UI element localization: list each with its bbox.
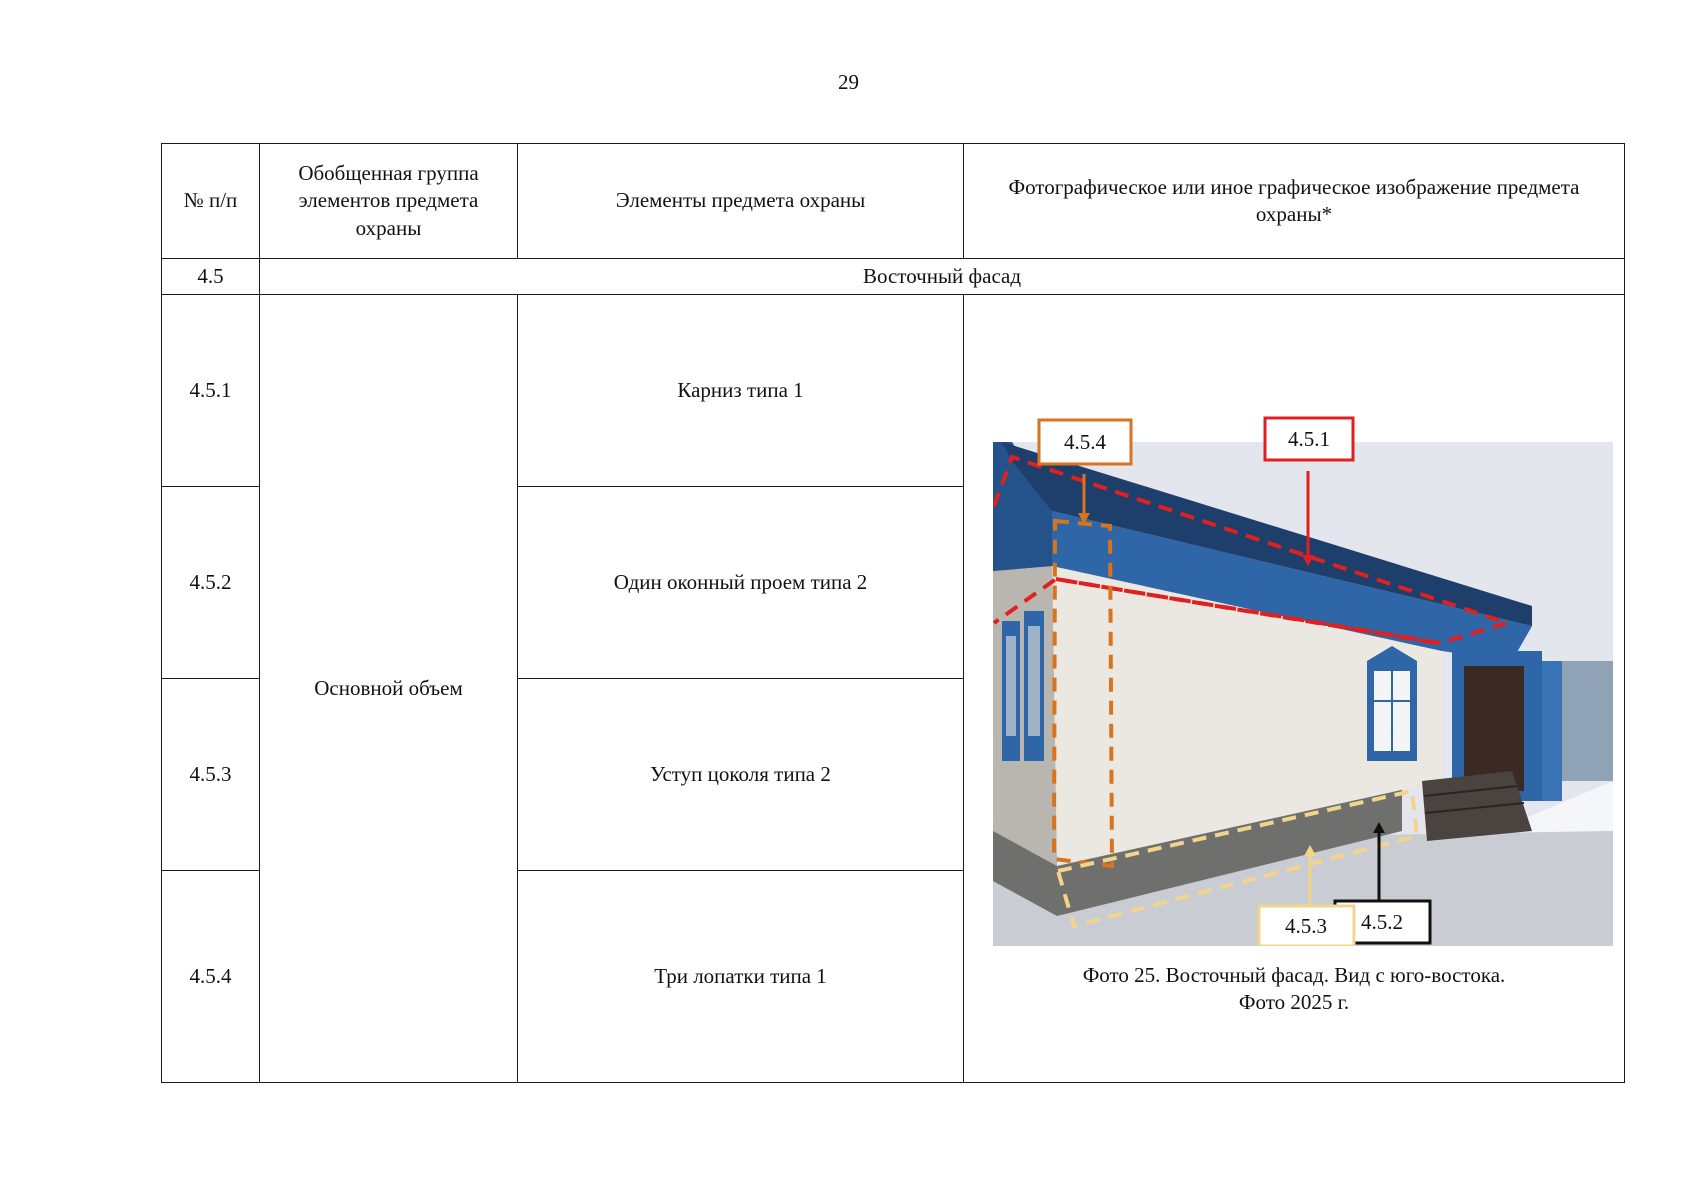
table-row: 4.5.4 Три лопатки типа 1 — [161, 870, 1625, 1084]
photo-figure: 4.5.4 4.5.1 4.5.2 4.5.3 — [972, 361, 1631, 946]
section-num: 4.5 — [161, 257, 260, 296]
row-num: 4.5.1 — [161, 294, 260, 488]
row-element: Три лопатки типа 1 — [517, 870, 964, 1084]
facade-photo: 4.5.4 4.5.1 4.5.2 4.5.3 — [993, 416, 1613, 946]
group-name: Основной объем — [259, 294, 518, 1084]
protection-items-table: № п/п Обобщенная группа элементов предме… — [161, 143, 1625, 1084]
callout-label-453: 4.5.3 — [1285, 914, 1327, 938]
table-header-row: № п/п Обобщенная группа элементов предме… — [161, 143, 1625, 259]
page-number: 29 — [838, 70, 859, 94]
callout-box-451 — [1263, 416, 1355, 462]
section-row: 4.5 Восточный фасад — [161, 257, 1625, 296]
section-title: Восточный фасад — [259, 257, 1625, 296]
table-row: 4.5.1 Основной объем Карниз типа 1 — [161, 294, 1625, 1084]
table-row: 4.5.3 Уступ цоколя типа 2 — [161, 678, 1625, 872]
header-group: Обобщенная группа элементов предмета охр… — [259, 143, 518, 259]
callout-label-452: 4.5.2 — [1361, 910, 1403, 934]
row-element: Карниз типа 1 — [517, 294, 964, 488]
table-row: 4.5.2 Один оконный проем типа 2 — [161, 486, 1625, 680]
row-num: 4.5.2 — [161, 486, 260, 680]
caption-line-2: Фото 2025 г. — [1238, 990, 1350, 1015]
callout-label-454: 4.5.4 — [1064, 430, 1107, 454]
row-num: 4.5.4 — [161, 870, 260, 1084]
photo-cell: 4.5.4 4.5.1 4.5.2 4.5.3 Фото 25. Восточн… — [963, 294, 1625, 1084]
header-num: № п/п — [161, 143, 260, 259]
row-element: Один оконный проем типа 2 — [517, 486, 964, 680]
row-element: Уступ цоколя типа 2 — [517, 678, 964, 872]
header-image: Фотографическое или иное графическое изо… — [963, 143, 1625, 259]
callout-box-453 — [1257, 904, 1356, 946]
callout-box-454 — [1037, 418, 1133, 466]
header-elements: Элементы предмета охраны — [517, 143, 964, 259]
row-num: 4.5.3 — [161, 678, 260, 872]
callout-label-451: 4.5.1 — [1288, 427, 1330, 451]
photo-caption: Фото 25. Восточный фасад. Вид с юго-вост… — [972, 962, 1616, 1017]
caption-line-1: Фото 25. Восточный фасад. Вид с юго-вост… — [1082, 963, 1506, 987]
